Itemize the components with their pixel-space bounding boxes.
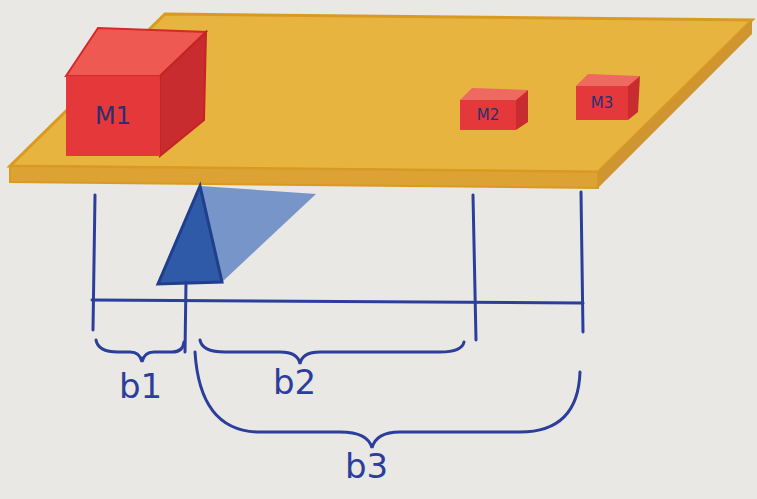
mass-label: M2	[477, 106, 500, 124]
brace	[195, 352, 580, 448]
fulcrum	[158, 186, 222, 284]
box-side	[516, 90, 528, 130]
plank-top	[10, 14, 752, 172]
brace	[200, 340, 464, 364]
dimension-line	[92, 300, 583, 303]
dimension-line	[581, 192, 583, 332]
mass-label: M1	[95, 102, 131, 130]
mass-box: M2	[460, 100, 516, 130]
mass-box: M3	[576, 86, 628, 120]
brace	[96, 340, 184, 362]
box-side	[628, 76, 640, 120]
distance-label: b1	[116, 366, 165, 406]
mass-box: M1	[66, 76, 160, 156]
dimension-line	[93, 195, 95, 330]
plank-edge	[10, 166, 598, 188]
distance-label: b3	[342, 446, 391, 486]
dimension-line	[473, 195, 476, 340]
distance-label: b2	[270, 362, 319, 402]
box-top	[460, 88, 528, 100]
mass-label: M3	[591, 94, 614, 112]
box-side	[160, 32, 206, 156]
